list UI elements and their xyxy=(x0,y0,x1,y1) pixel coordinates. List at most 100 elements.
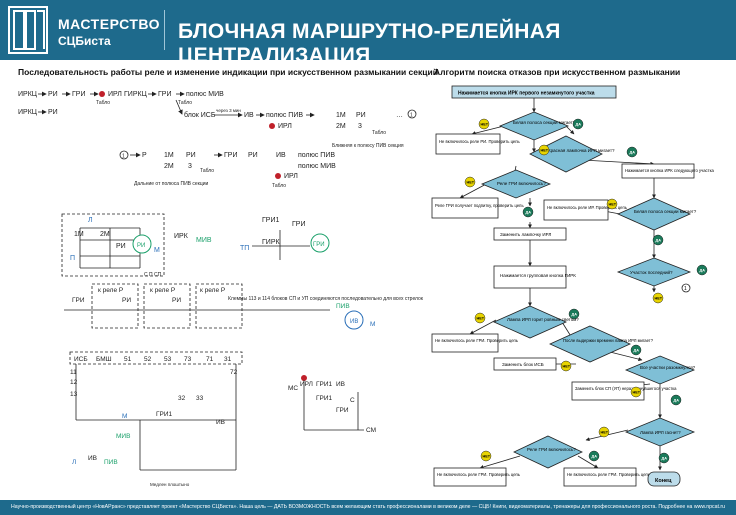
svg-text:Белая полоса секции мигает?: Белая полоса секции мигает? xyxy=(513,120,576,125)
decision-4 xyxy=(617,197,691,231)
svg-text:НЕТ: НЕТ xyxy=(541,149,549,153)
svg-text:Реле ГРИ включилось?: Реле ГРИ включилось? xyxy=(497,181,546,186)
c3-k-rele-r-2: к реле Р xyxy=(150,287,175,294)
c3-ri-2: РИ xyxy=(172,297,181,304)
svg-text:НЕТ: НЕТ xyxy=(633,391,641,395)
svg-text:Заменить лампочку ИРЛ: Заменить лампочку ИРЛ xyxy=(500,232,551,237)
logo-subtitle: СЦБиста xyxy=(58,34,111,48)
svg-text:ДА: ДА xyxy=(572,313,578,317)
svg-text:После выдержки времени лампа И: После выдержки времени лампа ИРЛ мигает? xyxy=(563,338,654,343)
c2-tp: ТП xyxy=(240,245,249,252)
c4-miv: МИВ xyxy=(116,433,130,440)
result-9 xyxy=(571,381,645,401)
yes-badge xyxy=(630,344,642,356)
seq3-poles-miv: полюс МИВ xyxy=(298,163,336,170)
c4-medlenno: Медлен плоштыно xyxy=(150,482,190,487)
yes-badge xyxy=(588,450,600,462)
seq3-ri2: РИ xyxy=(248,152,258,159)
c4-n32: 32 xyxy=(178,395,186,402)
seq2-tablo: Табло xyxy=(178,100,192,106)
right-section-title: Алгоритм поиска отказов при искусственно… xyxy=(434,67,681,77)
svg-text:Нажимается групповая кнопка ГИ: Нажимается групповая кнопка ГИРК xyxy=(500,273,576,278)
result-8 xyxy=(493,357,557,371)
no-badge xyxy=(480,450,492,462)
svg-text:ДА: ДА xyxy=(674,399,680,403)
logo-letters-icon xyxy=(13,10,45,50)
no-badge xyxy=(538,144,550,156)
seq1-ri: РИ xyxy=(48,91,58,98)
c4-n51: 51 xyxy=(124,356,132,363)
connector-1b-icon xyxy=(119,150,129,160)
yes-badge xyxy=(522,206,534,218)
seq2-cherez: через 3 мин xyxy=(216,108,241,113)
yes-badge xyxy=(670,394,682,406)
yes-badge xyxy=(626,146,638,158)
c3-m: М xyxy=(370,321,375,328)
c1-m: М xyxy=(154,247,160,254)
yes-badge xyxy=(572,118,584,130)
seq1-irkts2: ИРКЦ xyxy=(18,109,38,116)
result-10 xyxy=(433,467,507,487)
no-badge xyxy=(474,312,486,324)
svg-text:ГРИ: ГРИ xyxy=(313,242,325,248)
irl-lamp-icon xyxy=(99,91,105,97)
result-6 xyxy=(493,265,567,289)
c4-n11: 11 xyxy=(70,369,77,376)
svg-text:Конец: Конец xyxy=(655,478,672,484)
svg-text:НЕТ: НЕТ xyxy=(563,365,571,369)
c1-m1: 1М xyxy=(74,231,84,238)
svg-text:НЕТ: НЕТ xyxy=(477,317,485,321)
c4-n33: 33 xyxy=(196,395,204,402)
decision-7 xyxy=(549,325,631,363)
svg-text:НЕТ: НЕТ xyxy=(481,123,489,127)
c4-n53: 53 xyxy=(164,356,172,363)
relay-block-frame xyxy=(61,213,165,277)
seq2-three: 3 xyxy=(358,123,362,130)
c4-n12: 12 xyxy=(70,379,78,386)
seq2-gri: ГРИ xyxy=(158,91,172,98)
seq1-ri2: РИ xyxy=(48,109,58,116)
no-badge xyxy=(478,118,490,130)
seq3-r: Р xyxy=(142,152,147,159)
result-1 xyxy=(435,133,501,155)
no-badge xyxy=(630,386,642,398)
c3-ri-1: РИ xyxy=(122,297,131,304)
svg-text:НЕТ: НЕТ xyxy=(601,431,609,435)
relay-ri-icon xyxy=(132,234,152,254)
svg-text:Реле ГРИ получает подпитку, пр: Реле ГРИ получает подпитку, проверить це… xyxy=(435,203,524,208)
c4-n72: 72 xyxy=(230,369,238,376)
seq2-m1: 1М xyxy=(336,112,346,119)
seq3-m1: 1М xyxy=(164,152,174,159)
svg-text:РИ: РИ xyxy=(137,243,145,249)
svg-text:ИВ: ИВ xyxy=(350,319,358,325)
c1-irk: ИРК xyxy=(174,233,189,240)
svg-text:Нажимается кнопка ИРК первого: Нажимается кнопка ИРК первого незамкнуто… xyxy=(458,91,595,97)
svg-text:ДА: ДА xyxy=(526,211,532,215)
seq2-blizhniy: Ближняя к полюсу ПИВ секция xyxy=(332,143,404,149)
seq2-tablo2: Табло xyxy=(372,130,386,136)
svg-text:Лампа ИРЛ горит ровным светом?: Лампа ИРЛ горит ровным светом? xyxy=(507,317,579,322)
svg-text:Реле ГРИ включилось?: Реле ГРИ включилось? xyxy=(527,447,576,452)
seq2-girkts: ГИРКЦ xyxy=(124,91,148,98)
c1-m2: 2М xyxy=(100,231,110,238)
c5-s: С xyxy=(350,397,355,404)
decision-3 xyxy=(480,169,552,199)
seq3-iv: ИВ xyxy=(276,152,286,159)
svg-text:Участок последний?: Участок последний? xyxy=(630,269,673,275)
seq2-m2: 2М xyxy=(336,123,346,130)
svg-text:НЕТ: НЕТ xyxy=(467,181,475,185)
c2-gri1: ГРИ1 xyxy=(262,217,279,224)
svg-text:НЕТ: НЕТ xyxy=(483,455,491,459)
c4-m: М xyxy=(122,413,127,420)
result-4 xyxy=(621,163,695,179)
seq2-ri: РИ xyxy=(356,112,366,119)
svg-text:Не включилось реле ГРИ. Провер: Не включилось реле ГРИ. Проверить цепь xyxy=(567,472,651,477)
relay-gri-icon xyxy=(310,233,330,253)
seq2-irl: ИРЛ xyxy=(278,123,292,130)
svg-text:НЕТ: НЕТ xyxy=(609,203,617,207)
connector-1-icon xyxy=(407,109,417,119)
c5-mc: МС xyxy=(288,385,298,392)
seq3-three: 3 xyxy=(188,163,192,170)
c3-gri: ГРИ xyxy=(72,297,85,304)
